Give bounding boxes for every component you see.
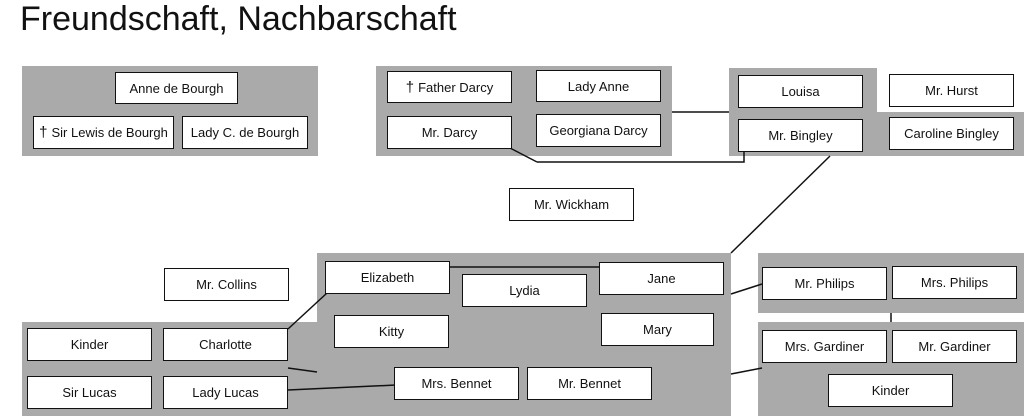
link-darcy-bingley-path [537, 148, 745, 163]
node-georgiana-darcy: Georgiana Darcy [536, 114, 661, 147]
node-kitty: Kitty [334, 315, 449, 348]
node-lady-lucas: Lady Lucas [163, 376, 288, 409]
link-elizabeth-charlotte [287, 292, 328, 330]
node-sir-lewis-de-bourgh: †Sir Lewis de Bourgh [33, 116, 174, 149]
link-jane-philips [730, 283, 763, 295]
link-lucas-bennet-group [287, 367, 318, 373]
node-charlotte: Charlotte [163, 328, 288, 361]
node-mrs-gardiner: Mrs. Gardiner [762, 330, 887, 363]
node-mr-bennet: Mr. Bennet [527, 367, 652, 400]
node-mr-collins: Mr. Collins [164, 268, 289, 301]
node-mary: Mary [601, 313, 714, 346]
node-mr-gardiner: Mr. Gardiner [892, 330, 1017, 363]
deceased-cross-icon: † [405, 78, 415, 96]
deceased-cross-icon: † [39, 124, 48, 141]
link-darcy-bingley [509, 147, 538, 163]
node-mrs-philips: Mrs. Philips [892, 266, 1017, 299]
link-ladylucas-mrsbennet [287, 384, 397, 391]
node-kinder-lucas: Kinder [27, 328, 152, 361]
node-louisa: Louisa [738, 75, 863, 108]
node-mr-wickham: Mr. Wickham [509, 188, 634, 221]
node-elizabeth: Elizabeth [325, 261, 450, 294]
node-mr-bingley: Mr. Bingley [738, 119, 863, 152]
node-lady-anne: Lady Anne [536, 70, 661, 102]
node-father-darcy: †Father Darcy [387, 71, 512, 103]
node-anne-de-bourgh: Anne de Bourgh [115, 72, 238, 104]
node-caroline-bingley: Caroline Bingley [889, 117, 1014, 150]
link-bingley-jane [730, 155, 831, 254]
node-mrs-bennet: Mrs. Bennet [394, 367, 519, 400]
node-mr-philips: Mr. Philips [762, 267, 887, 300]
node-lydia: Lydia [462, 274, 587, 307]
node-mr-hurst: Mr. Hurst [889, 74, 1014, 107]
node-sir-lucas: Sir Lucas [27, 376, 152, 409]
link-bennet-gardiner [730, 367, 763, 375]
node-mr-darcy: Mr. Darcy [387, 116, 512, 149]
node-kinder-gardiner: Kinder [828, 374, 953, 407]
node-lady-c-de-bourgh: Lady C. de Bourgh [182, 116, 308, 149]
node-jane: Jane [599, 262, 724, 295]
page-title: Freundschaft, Nachbarschaft [20, 0, 457, 38]
